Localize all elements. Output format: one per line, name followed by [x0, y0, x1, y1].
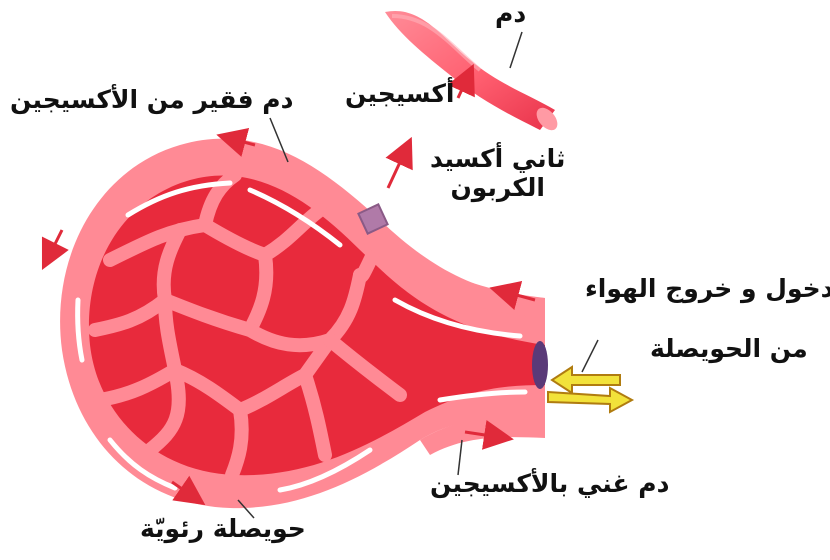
- blood-vessel: [385, 11, 561, 134]
- label-alveolus: حويصلة رئويّة: [140, 515, 306, 544]
- label-carbon-dioxide: ثاني أكسيد الكربون: [430, 145, 565, 203]
- label-carbon-dioxide-line2: الكربون: [430, 174, 565, 203]
- co2-arrow: [388, 145, 408, 188]
- label-oxygen-poor-blood: دم فقير من الأكسيجين: [10, 86, 293, 115]
- label-carbon-dioxide-line1: ثاني أكسيد: [430, 145, 565, 174]
- label-blood: دم: [495, 0, 526, 29]
- label-air-exchange-line1: دخول و خروج الهواء: [585, 275, 830, 304]
- label-oxygen-rich-blood: دم غني بالأكسيجين: [430, 470, 669, 499]
- flow-arrow-left: [46, 230, 62, 262]
- bronchiole-opening: [532, 341, 548, 389]
- air-arrows-icon: [548, 367, 632, 412]
- label-air-exchange-line2: من الحويصلة: [650, 335, 808, 364]
- label-oxygen: أكسيجين: [345, 80, 454, 109]
